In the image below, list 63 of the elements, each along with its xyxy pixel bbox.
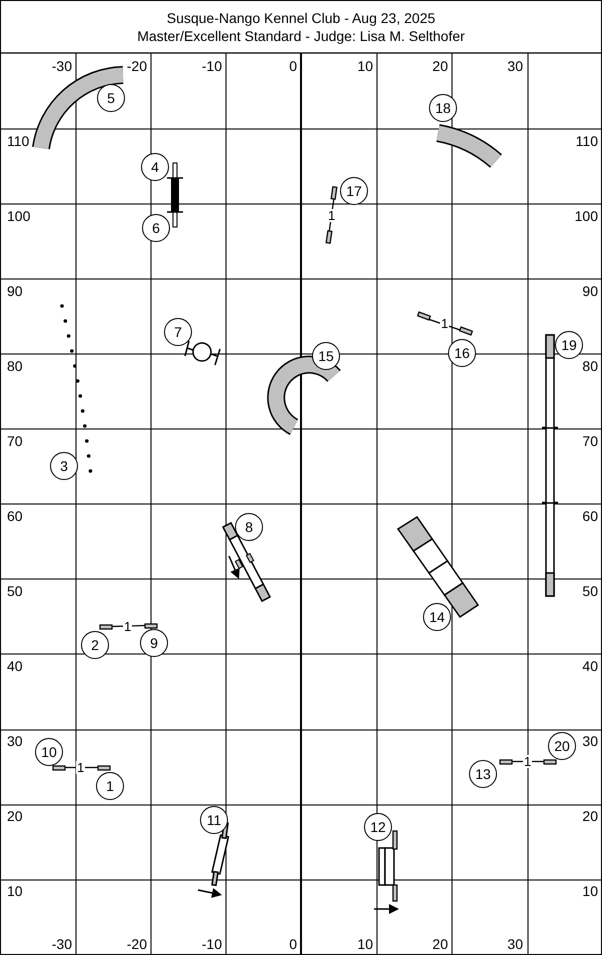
callout-number: 15 <box>312 342 340 370</box>
callout-number: 14 <box>423 603 451 631</box>
axis-tick-label: 30 <box>7 733 23 749</box>
axis-tick-label: 40 <box>582 658 598 674</box>
jump-number: 1 <box>523 755 532 768</box>
axis-tick-label: 20 <box>7 808 23 824</box>
axis-tick-label: 50 <box>7 583 23 599</box>
subtitle: Master/Excellent Standard - Judge: Lisa M. Selthofer <box>136 28 466 44</box>
title: Susque-Nango Kennel Club - Aug 23, 2025 <box>166 10 436 26</box>
axis-tick-label: 110 <box>7 133 30 149</box>
axis-tick-label: 50 <box>582 583 598 599</box>
callout-number: 19 <box>555 331 583 359</box>
axis-tick-label: 10 <box>357 58 373 74</box>
axis-tick-label: -30 <box>52 58 72 74</box>
callout-number: 3 <box>50 452 78 480</box>
axis-tick-label: 10 <box>7 883 23 899</box>
axis-tick-label: -30 <box>52 936 72 952</box>
axis-tick-label: 90 <box>7 283 23 299</box>
axis-tick-label: 20 <box>582 808 598 824</box>
axis-tick-label: 90 <box>582 283 598 299</box>
callout-number: 9 <box>140 629 168 657</box>
jump-number: 1 <box>123 620 132 633</box>
axis-tick-label: 70 <box>582 433 598 449</box>
callout-number: 8 <box>235 513 263 541</box>
axis-tick-label: 20 <box>432 936 448 952</box>
axis-tick-label: 0 <box>289 936 297 952</box>
axis-tick-label: -10 <box>202 58 222 74</box>
axis-tick-label: 30 <box>507 936 523 952</box>
axis-tick-label: 30 <box>582 733 598 749</box>
callout-number: 4 <box>141 153 169 181</box>
axis-tick-label: 10 <box>357 936 373 952</box>
callout-number: 6 <box>142 214 170 242</box>
axis-tick-label: -10 <box>202 936 222 952</box>
callout-number: 12 <box>364 813 392 841</box>
callout-number: 7 <box>164 318 192 346</box>
axis-tick-label: 30 <box>507 58 523 74</box>
callout-number: 16 <box>448 339 476 367</box>
jump-number: 1 <box>440 317 450 330</box>
axis-tick-label: 70 <box>7 433 23 449</box>
axis-tick-label: 110 <box>576 133 598 149</box>
axis-tick-label: 20 <box>432 58 448 74</box>
callout-number: 11 <box>200 806 228 834</box>
axis-tick-label: 60 <box>582 508 598 524</box>
axis-tick-label: 40 <box>7 658 23 674</box>
axis-tick-label: 0 <box>289 58 297 74</box>
axis-tick-label: 100 <box>574 208 598 224</box>
callout-number: 1 <box>96 772 124 800</box>
callout-number: 18 <box>429 94 457 122</box>
callout-number: 2 <box>81 631 109 659</box>
jump-number: 1 <box>327 209 336 222</box>
axis-tick-label: 60 <box>7 508 23 524</box>
callout-number: 20 <box>548 732 576 760</box>
axis-tick-label: 10 <box>582 883 598 899</box>
axis-tick-label: 100 <box>7 208 30 224</box>
jump-number: 1 <box>76 761 86 774</box>
callout-number: 5 <box>97 84 125 112</box>
axis-tick-label: 80 <box>582 358 598 374</box>
axis-tick-label: -20 <box>126 58 147 74</box>
callout-number: 13 <box>469 760 497 788</box>
axis-tick-label: -20 <box>126 936 147 952</box>
axis-tick-label: 80 <box>7 358 23 374</box>
callout-number: 17 <box>340 177 368 205</box>
callout-number: 10 <box>35 738 63 766</box>
